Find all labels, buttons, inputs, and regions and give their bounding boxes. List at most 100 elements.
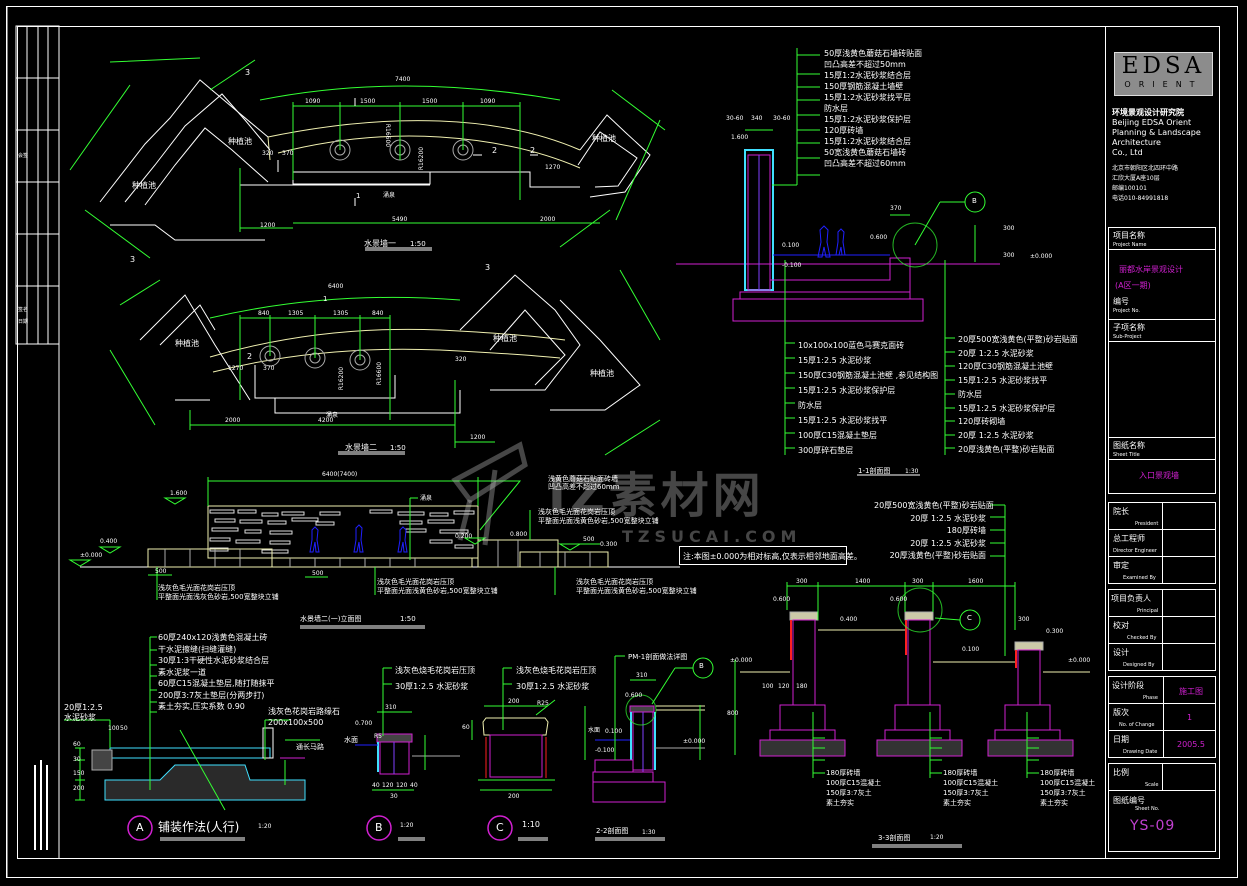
s11-br-spec-3: 120厚C30钢筋混凝土池壁 (958, 362, 1054, 372)
s22-scale: 1:30 (642, 829, 656, 836)
s11-br-spec-9: 20厚浅黄色(平整)砂岩贴面 (958, 444, 1055, 454)
human-figure-1 (309, 526, 320, 553)
plan2-title: 水景墙二 (345, 443, 377, 452)
logo-sub-text: ORIENT (1124, 80, 1203, 89)
info-box: 设计阶段 Phase 施工图 版次 No. of Change 1 日期 Dra… (1108, 676, 1216, 758)
plan2-planter-label-left: 种植池 (175, 339, 199, 348)
plan2-dim-370: 370 (263, 365, 275, 372)
left-strip-label-date: 日期 (18, 319, 29, 325)
plan2-pool-outline (254, 365, 461, 414)
s11-top-spec-8: 120厚砖墙 (824, 126, 864, 135)
s33-scale: 1:20 (930, 834, 944, 841)
s11-br-spec-5: 防水层 (958, 389, 982, 399)
s22-level-0100: 0.100 (605, 728, 623, 735)
plan2-dim-1305b: 1305 (333, 310, 349, 317)
plan1-dim-1090a: 1090 (305, 98, 321, 105)
company-name-cn: 环境景观设计研究院 (1112, 108, 1184, 117)
s11-human-figures (817, 225, 846, 258)
detail-b-marker: B (375, 821, 383, 834)
s11-top-spec-11: 凹凸高差不超过60mm (824, 159, 906, 168)
s33-f1-spec-3: 150厚3:7灰土 (826, 789, 872, 797)
plan1-dim-1270: 1270 (545, 164, 561, 171)
s11-bl-spec-1: 10x100x100蓝色马赛克面砖 (798, 341, 905, 350)
detail-a-dim-150: 150 (73, 770, 85, 777)
elevation-dim-overall-text: 6400(7400) (322, 471, 358, 478)
s11-top-spec-10: 50宽浅黄色蘑菇石墙砖 (824, 148, 907, 157)
approval-examined-label-en: Examined By (1123, 575, 1156, 581)
s11-br-spec-2: 20厚 1:2.5 水泥砂浆 (958, 348, 1034, 358)
approval-examined-label: 审定 (1113, 561, 1129, 570)
plan1-planter-left-mid (124, 93, 271, 203)
detail-a-spec-5: 60厚C15混凝土垫层,随打随抹平 (158, 679, 275, 688)
s22-footing (592, 781, 666, 803)
s11-dim-300b: 300 (1003, 252, 1015, 259)
revision-label-en: No. of Change (1119, 722, 1155, 728)
s33-f1-spec-1: 180厚砖墙 (826, 769, 861, 777)
detail-a-left-label-2: 水泥砂浆 (64, 713, 96, 722)
s11-spec-leader-bottom-right (944, 260, 955, 455)
design-principal-label: 项目负责人 (1111, 594, 1151, 603)
elevation-level-0800: 0.800 (510, 531, 528, 538)
sheet-no-label-en: Sheet No. (1135, 806, 1160, 812)
plan1-section-mark-1: 1 (356, 192, 361, 200)
detail-b-dim-30: 30 (390, 793, 398, 800)
plan1-dim-left-diag (69, 57, 201, 259)
s22-level-0000: ±0.000 (683, 738, 706, 745)
elevation-fountain-label: 涌泉 (420, 495, 433, 502)
detail-a-scale: 1:20 (258, 823, 272, 830)
plan1-dim-320: 320 (262, 150, 274, 157)
s11-level-1600: 1.600 (731, 134, 749, 141)
project-phase-value: (A区一期) (1115, 281, 1151, 290)
s33-level-0600b: 0.600 (890, 596, 908, 603)
s11-dim-340: 340 (751, 115, 763, 122)
plan1-dim-1200: 1200 (260, 222, 276, 229)
watermark-logo-icon (451, 441, 528, 546)
detail-b-dim-40a: 40 (372, 782, 380, 789)
elevation-coping-right-spec: 浅灰色毛光面花岗岩压顶 平整面光面浅黄色砂岩,500宽整块立铺 (538, 508, 659, 526)
detail-a-marker: A (136, 821, 144, 834)
plan2-planter-label-right-bottom: 种植池 (590, 369, 614, 378)
s11-br-spec-6: 15厚1:2.5 水泥砂浆保护层 (958, 403, 1056, 413)
s33-spec-leader (990, 504, 1006, 557)
detail-a-spec-4: 素水泥浆一道 (158, 667, 206, 677)
s22-spec: PM-1剖面做法详图 (628, 653, 688, 661)
plan1-wall-curve-outer (267, 120, 581, 151)
s11-bl-spec-5: 防水层 (798, 401, 822, 410)
plan1-dim-1500b: 1500 (422, 98, 438, 105)
detail-b-spec-1: 浅灰色烧毛花岗岩压顶 (395, 666, 475, 675)
s33-level-0000-right: ±0.000 (1068, 657, 1091, 664)
detail-b-spec-list: 浅灰色烧毛花岗岩压顶 30厚1:2.5 水泥砂浆 (395, 663, 475, 695)
s33-f3-spec-4: 素土夯实 (1040, 799, 1068, 807)
project-name-label: 项目名称 (1113, 231, 1145, 240)
detail-a-curb-label: 浅灰色花岗岩路缘石 200x100x500 (268, 706, 340, 728)
sheet-no-label: 图纸编号 (1113, 796, 1145, 805)
elevation-coping-left-spec: 浅灰色毛光面花岗岩压顶 平整面光面浅灰色砂岩,500宽整块立铺 (158, 584, 279, 602)
detail-a-spec-leader (149, 636, 157, 790)
detail-a-left-label: 20厚1:2.5 水泥砂浆 (64, 703, 103, 723)
section-2-2 (584, 655, 714, 841)
detail-c (471, 667, 556, 841)
phase-label-en: Phase (1143, 695, 1158, 701)
plan2-dim-1200: 1200 (470, 434, 486, 441)
s33-dim-100: 100 (762, 683, 774, 690)
detail-c-marker: C (496, 821, 504, 834)
s11-top-spec-9: 15厚1:2水泥砂浆结合层 (824, 137, 912, 146)
plan1-scale: 1:50 (410, 240, 426, 248)
sheet-title-label-en: Sheet Title (1113, 452, 1140, 458)
plan1-dim-1500a: 1500 (360, 98, 376, 105)
plan2-dim-4200: 4200 (318, 417, 334, 424)
coping-far-spec-line-2: 平整面光面浅黄色砂岩,500宽整块立铺 (576, 587, 697, 595)
s11-bl-spec-6: 15厚1:2.5 水泥砂浆找平 (798, 416, 888, 425)
watermark-text: IZ素材网 (548, 468, 765, 524)
project-name-value: 丽都水岸景观设计 (1119, 265, 1183, 274)
elevation-level-0200: 0.200 (455, 533, 473, 540)
drawing-border-inner (17, 26, 1220, 859)
detail-a-spec-1: 60厚240x120浅黄色混凝土砖 (158, 633, 268, 642)
plan2-planter-label-right-top: 种植池 (493, 334, 517, 343)
design-checked-label-en: Checked By (1127, 635, 1157, 641)
detail-b-coping (376, 733, 413, 743)
elevation-dim-500-left: 500 (155, 568, 167, 575)
s33-dim-1600: 1600 (968, 578, 984, 585)
detail-a-base (104, 764, 306, 801)
s11-br-spec-8: 20厚 1:2.5 水泥砂浆 (958, 430, 1034, 440)
